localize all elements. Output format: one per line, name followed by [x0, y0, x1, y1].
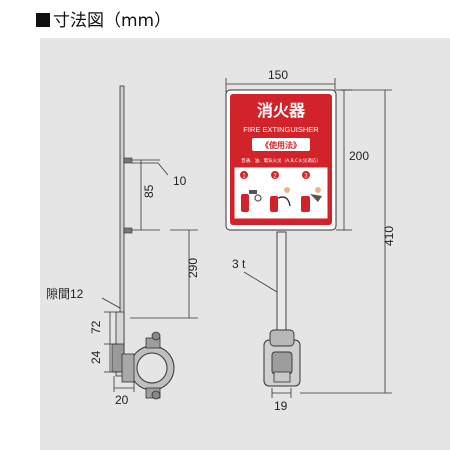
square-bullet-icon	[36, 13, 50, 27]
side-plate	[119, 85, 125, 319]
dim-3t: 3 t	[232, 257, 246, 271]
squeeze-lever-icon	[301, 187, 322, 212]
lower-bolt	[123, 227, 133, 234]
sign-title-jp: 消火器	[257, 101, 306, 120]
sign-small-text: 普通、油、電気火災（A,B,C火災適応）	[241, 157, 321, 164]
dim-24: 24	[89, 350, 103, 364]
dim-150: 150	[268, 68, 288, 82]
pipe-clamp	[121, 331, 175, 400]
sign-title-en: FIRE EXTINGUISHER	[243, 125, 319, 134]
front-clamp	[263, 329, 301, 387]
page-title: 寸法図（mm）	[36, 6, 171, 31]
upper-bolt	[123, 157, 133, 164]
dim-19: 19	[274, 399, 288, 413]
dim-72: 72	[89, 320, 103, 334]
dim-290: 290	[186, 258, 200, 278]
step-3-number: 3	[304, 174, 308, 180]
front-view: 150 消火器 FIRE EXTINGUISHER 《使用法》 普通、油、電気火…	[225, 68, 396, 413]
dim-gap: 隙間12	[46, 287, 84, 301]
instruction-panels: 1 2 3	[234, 167, 328, 219]
aim-hose-icon	[270, 187, 291, 212]
dim-410: 410	[382, 226, 396, 246]
dim-10: 10	[173, 174, 187, 188]
step-2-number: 2	[273, 174, 277, 180]
sign-usage: 《使用法》	[261, 140, 301, 150]
front-pole	[276, 231, 287, 343]
side-view: 85 10 290 隙間12 72 24 20	[46, 85, 200, 407]
step-1-number: 1	[242, 174, 246, 180]
usage-box	[252, 138, 310, 151]
dim-85: 85	[142, 184, 156, 198]
dim-20: 20	[115, 393, 129, 407]
pull-pin-icon	[241, 190, 262, 212]
dim-200: 200	[349, 149, 369, 163]
